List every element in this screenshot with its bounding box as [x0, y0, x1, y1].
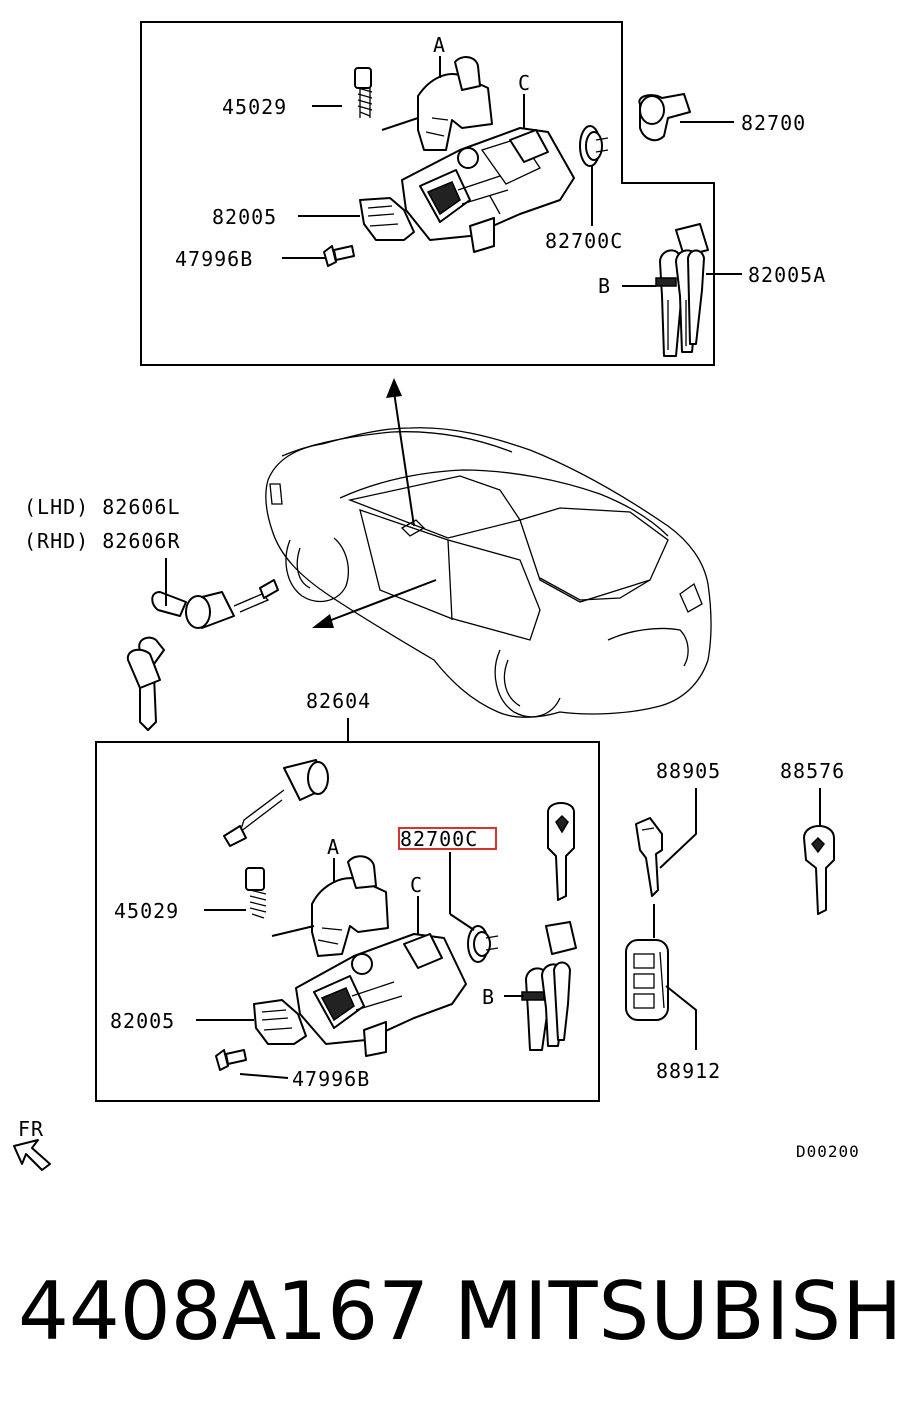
car-outline [265, 427, 712, 718]
key-88905 [635, 817, 663, 897]
upper-label-a: A [433, 33, 446, 57]
upper-ring-82700c [579, 125, 609, 167]
upper-label-c: C [518, 71, 531, 95]
lower-key [547, 802, 575, 901]
upper-label-45029: 45029 [222, 95, 287, 119]
upper-bracket-a [417, 56, 493, 151]
label-88912: 88912 [656, 1059, 721, 1083]
direction-arrow-icon [13, 1139, 51, 1171]
upper-label-82700c: 82700C [545, 229, 623, 253]
upper-label-b: B [598, 274, 611, 298]
label-82606r: (RHD) 82606R [24, 529, 181, 553]
diagram-code: D00200 [796, 1142, 860, 1161]
cap-82700 [638, 93, 691, 142]
upper-label-82005: 82005 [212, 205, 277, 229]
leader-88912 [665, 985, 697, 1050]
lower-bolt-45029 [245, 867, 267, 919]
lower-label-82700c-highlighted: 82700C [400, 827, 478, 851]
lower-screw-47996b [215, 1049, 247, 1071]
car-arrows [312, 378, 437, 628]
upper-keys-b [655, 223, 709, 357]
leader-88905 [659, 788, 697, 869]
upper-leaders [282, 56, 742, 287]
label-82700: 82700 [741, 111, 806, 135]
upper-detail-box [140, 21, 715, 366]
upper-switch-82005 [359, 197, 415, 241]
lower-label-82005: 82005 [110, 1009, 175, 1033]
lower-ring-82700c [467, 925, 499, 963]
upper-label-47996b: 47996B [175, 247, 253, 271]
door-lock-cylinder-82606 [126, 579, 279, 731]
lower-label-c: C [410, 873, 423, 897]
upper-bolt-45029 [354, 67, 373, 118]
lower-ignition-body [295, 933, 467, 1057]
lower-bracket-a [311, 855, 389, 957]
lower-label-45029: 45029 [114, 899, 179, 923]
part-number: 4408A167 [18, 1265, 430, 1358]
lower-detail-box [95, 741, 600, 1102]
lower-label-b: B [482, 985, 495, 1009]
direction-label: FR [18, 1117, 44, 1141]
label-88576: 88576 [780, 759, 845, 783]
label-88905: 88905 [656, 759, 721, 783]
label-82604: 82604 [306, 689, 371, 713]
lower-switch-82005 [253, 999, 307, 1045]
lower-door-cylinder [223, 759, 329, 847]
highlight-box-82700c [398, 827, 497, 850]
upper-screw-47996b [323, 245, 355, 267]
lower-keys-b [521, 921, 577, 1051]
brand-name: MITSUBISHI [454, 1265, 909, 1358]
upper-label-82005a: 82005A [748, 263, 826, 287]
lower-leaders [196, 852, 524, 1079]
lower-label-a: A [327, 835, 340, 859]
lower-label-47996b: 47996B [292, 1067, 370, 1091]
key-fob-88912 [625, 939, 669, 1021]
label-82606l: (LHD) 82606L [24, 495, 181, 519]
key-88576 [803, 825, 835, 915]
upper-ignition-body [401, 127, 575, 253]
